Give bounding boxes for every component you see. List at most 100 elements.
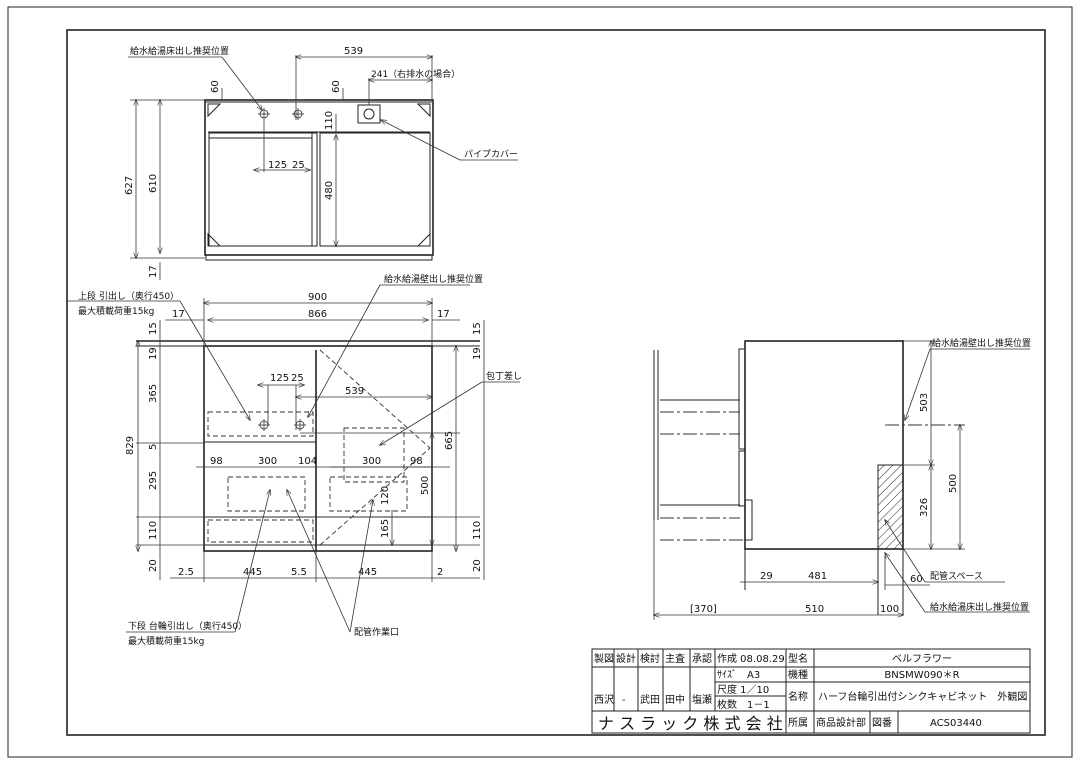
dim-326: 326: [919, 498, 930, 517]
label-wall-supply: 給水給湯壁出し推奨位置: [384, 273, 483, 285]
label-wall-supply: 給水給湯壁出し推奨位置: [932, 337, 1031, 349]
dim-2-5: 2.5: [178, 567, 194, 578]
dim-125: 125: [270, 373, 289, 384]
dim-241: 241（右排水の場合）: [371, 68, 460, 80]
dim-17: 17: [172, 309, 185, 320]
supply-mark: [292, 108, 304, 120]
dim-5-5: 5.5: [291, 567, 307, 578]
model-name-label: 型名: [788, 652, 808, 665]
drawing-no-label: 図番: [872, 717, 892, 729]
title-block: 製図 設計 検討 主査 承認 西沢 - 武田 田中 塩瀬 作成 08.08.29…: [591, 648, 1031, 734]
inner-frame: [66, 29, 1046, 736]
dim-98: 98: [210, 456, 223, 467]
dim-110: 110: [148, 521, 159, 540]
dim-165: 165: [380, 519, 391, 538]
outer-frame: [7, 6, 1073, 758]
role-label: 製図: [594, 652, 614, 665]
pipe-cover: [357, 104, 381, 124]
role-label: 検討: [640, 652, 660, 665]
label-upper-drawer: 上段 引出し（奥行450）: [78, 290, 179, 302]
label-pipe-cover: パイプカバー: [464, 149, 518, 160]
dim-295: 295: [148, 471, 159, 490]
model-name: ベルフラワー: [892, 653, 952, 665]
dim-300: 300: [258, 456, 277, 467]
dim-20: 20: [472, 559, 483, 572]
drawing-number: ACS03440: [930, 718, 982, 729]
dim-98: 98: [410, 456, 423, 467]
model-code-label: 機種: [788, 668, 808, 681]
created-date: 作成 08.08.29: [717, 653, 785, 665]
dim-445: 445: [358, 567, 377, 578]
role-label: 主査: [665, 652, 685, 665]
supply-mark: [258, 108, 270, 120]
dim-19: 19: [148, 347, 159, 360]
dim-60: 60: [910, 574, 923, 585]
dim-481: 481: [808, 571, 827, 582]
signer: 塩瀬: [692, 693, 712, 706]
signer: 田中: [665, 693, 685, 706]
label-knife-holder: 包丁差し: [486, 370, 522, 382]
side-view: 503 500 326 29 481 60 [370] 510 100 給水給湯…: [654, 337, 1031, 620]
dim-2: 2: [437, 567, 443, 578]
scale: 尺度 1／10: [717, 683, 769, 696]
label-floor-supply: 給水給湯床出し推奨位置: [130, 45, 229, 57]
dim-110: 110: [324, 111, 335, 130]
dim-5: 5: [148, 444, 159, 450]
label-access-port: 配管作業口: [354, 626, 399, 638]
paper-size: ｻｲｽﾞ A3: [717, 669, 760, 681]
dim-480: 480: [324, 181, 335, 200]
dim-510: 510: [805, 604, 824, 615]
label-upper-load: 最大積載荷重15kg: [78, 305, 154, 317]
drawing-title: ハーフ台輪引出付シンクキャビネット 外観図: [818, 690, 1027, 703]
dim-539: 539: [344, 46, 363, 57]
dim-900: 900: [308, 292, 327, 303]
dim-60: 60: [331, 80, 342, 93]
dim-866: 866: [308, 309, 327, 320]
dim-829: 829: [125, 436, 136, 455]
dim-665: 665: [444, 431, 455, 450]
upper-opening: [207, 411, 314, 437]
dim-25: 25: [292, 160, 305, 171]
dim-104: 104: [298, 456, 317, 467]
dim-100: 100: [880, 604, 899, 615]
role-label: 承認: [692, 652, 712, 665]
role-label: 設計: [616, 652, 636, 665]
knife-holder: [343, 427, 405, 483]
dim-110: 110: [472, 521, 483, 540]
company-name: ナ ス ラ ッ ク 株 式 会 社: [598, 714, 783, 733]
dim-17: 17: [148, 265, 159, 278]
label-piping-space: 配管スペース: [930, 570, 983, 582]
signer: 西沢: [594, 693, 614, 706]
piping-space: [877, 464, 904, 550]
title-label: 名称: [788, 690, 808, 703]
sheet-count: 枚数 1－1: [717, 698, 770, 711]
dim-370: [370]: [690, 604, 717, 615]
front-view: 900 866 17 17 125 25 539 98 300 104 300 …: [66, 273, 522, 647]
dim-17: 17: [437, 309, 450, 320]
dim-29: 29: [760, 571, 773, 582]
dim-25: 25: [291, 373, 304, 384]
department: 商品設計部: [816, 716, 866, 729]
dim-19: 19: [472, 347, 483, 360]
dim-445: 445: [243, 567, 262, 578]
label-floor-supply: 給水給湯床出し推奨位置: [930, 601, 1029, 613]
signer: 武田: [640, 693, 660, 706]
dim-539: 539: [345, 386, 364, 397]
dim-365: 365: [148, 384, 159, 403]
dim-610: 610: [148, 174, 159, 193]
label-lower-drawer: 下段 台輪引出し（奥行450）: [128, 620, 247, 632]
dim-500: 500: [948, 474, 959, 493]
dim-503: 503: [919, 393, 930, 412]
model-code: BNSMW090＊R: [884, 670, 959, 681]
dim-627: 627: [124, 176, 135, 195]
top-view: 539 241（右排水の場合） 60 60 110 480 125 25 627…: [124, 45, 518, 280]
dim-60: 60: [210, 80, 221, 93]
label-lower-load: 最大積載荷重15kg: [128, 635, 204, 647]
signer: -: [622, 695, 626, 706]
dim-120: 120: [380, 486, 391, 505]
dim-15: 15: [148, 322, 159, 335]
dim-300: 300: [362, 456, 381, 467]
dim-125: 125: [268, 160, 287, 171]
dim-500: 500: [420, 476, 431, 495]
